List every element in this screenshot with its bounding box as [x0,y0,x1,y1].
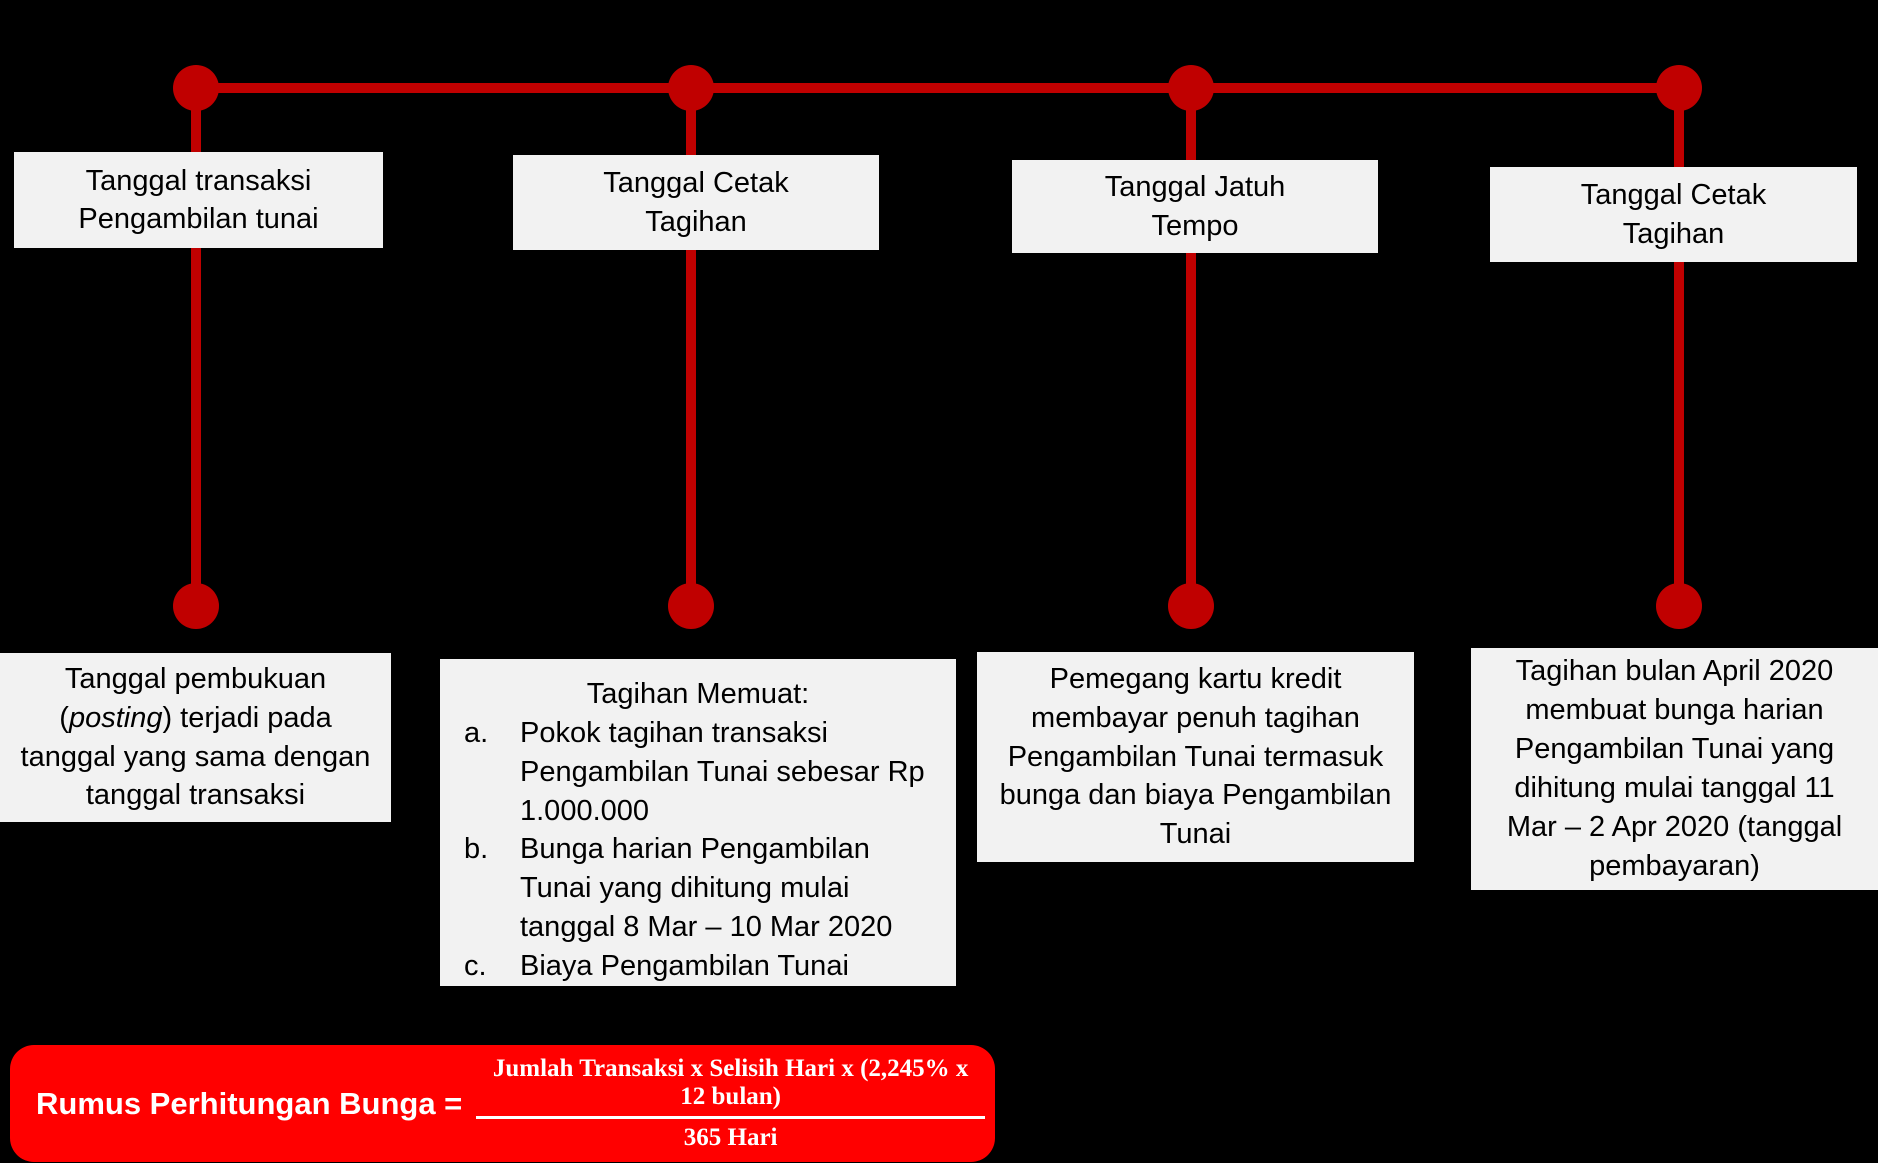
description-1-post: ) terjadi pada tanggal yang sama dengan … [20,701,371,812]
timeline-dot-top-3 [1168,65,1214,111]
top-label-text-3: Tanggal Jatuh Tempo [1104,171,1286,242]
description-text-4: Tagihan bulan April 2020 membuat bunga h… [1506,655,1843,882]
list-item-marker: c. [464,950,487,983]
top-label-box-2: Tanggal Cetak Tagihan [513,155,879,250]
timeline-dot-top-4 [1656,65,1702,111]
list-item: a. Pokok tagihan transaksi Pengambilan T… [460,714,936,831]
interest-formula-box: Rumus Perhitungan Bunga = Jumlah Transak… [10,1045,995,1162]
list-item-text: Pokok tagihan transaksi Pengambilan Tuna… [520,716,925,827]
top-label-text-1: Tanggal transaksi Pengambilan tunai [78,164,319,235]
description-text-3: Pemegang kartu kredit membayar penuh tag… [999,662,1392,851]
top-label-text-2: Tanggal Cetak Tagihan [603,167,789,238]
timeline-dot-top-2 [668,65,714,111]
description-box-3: Pemegang kartu kredit membayar penuh tag… [977,652,1414,862]
formula-numerator: Jumlah Transaksi x Selisih Hari x (2,245… [476,1055,985,1119]
list-item-marker: b. [464,833,489,866]
connector-line-1 [191,88,201,606]
top-label-box-4: Tanggal Cetak Tagihan [1490,167,1857,262]
connector-line-3 [1186,88,1196,606]
description-box-2: Tagihan Memuat: a. Pokok tagihan transak… [440,659,956,986]
timeline-horizontal-line [196,83,1679,93]
timeline-dot-bottom-3 [1168,583,1214,629]
list-item-marker: a. [464,716,489,749]
description-text-1: Tanggal pembukuan (posting) terjadi pada… [16,660,375,815]
description-2-title: Tagihan Memuat: [586,678,810,710]
timeline-dot-top-1 [173,65,219,111]
description-box-4: Tagihan bulan April 2020 membuat bunga h… [1471,648,1878,890]
timeline-dot-bottom-2 [668,583,714,629]
connector-line-2 [686,88,696,606]
formula-fraction: Jumlah Transaksi x Selisih Hari x (2,245… [476,1055,985,1152]
formula-label: Rumus Perhitungan Bunga = [36,1085,463,1121]
list-item: b. Bunga harian Pengambilan Tunai yang d… [460,830,936,947]
list-item-text: Bunga harian Pengambilan Tunai yang dihi… [520,833,893,944]
list-item-text: Biaya Pengambilan Tunai [520,950,849,983]
description-box-1: Tanggal pembukuan (posting) terjadi pada… [0,653,391,822]
description-1-italic: posting [68,701,163,734]
top-label-box-3: Tanggal Jatuh Tempo [1012,160,1378,253]
description-1-pre: Tanggal pembukuan ( [59,662,327,734]
top-label-text-4: Tanggal Cetak Tagihan [1580,179,1767,250]
list-item: c. Biaya Pengambilan Tunai [460,947,936,986]
timeline-dot-bottom-4 [1656,583,1702,629]
top-label-box-1: Tanggal transaksi Pengambilan tunai [14,152,383,248]
timeline-dot-bottom-1 [173,583,219,629]
connector-line-4 [1674,88,1684,618]
formula-denominator: 365 Hari [683,1124,778,1151]
